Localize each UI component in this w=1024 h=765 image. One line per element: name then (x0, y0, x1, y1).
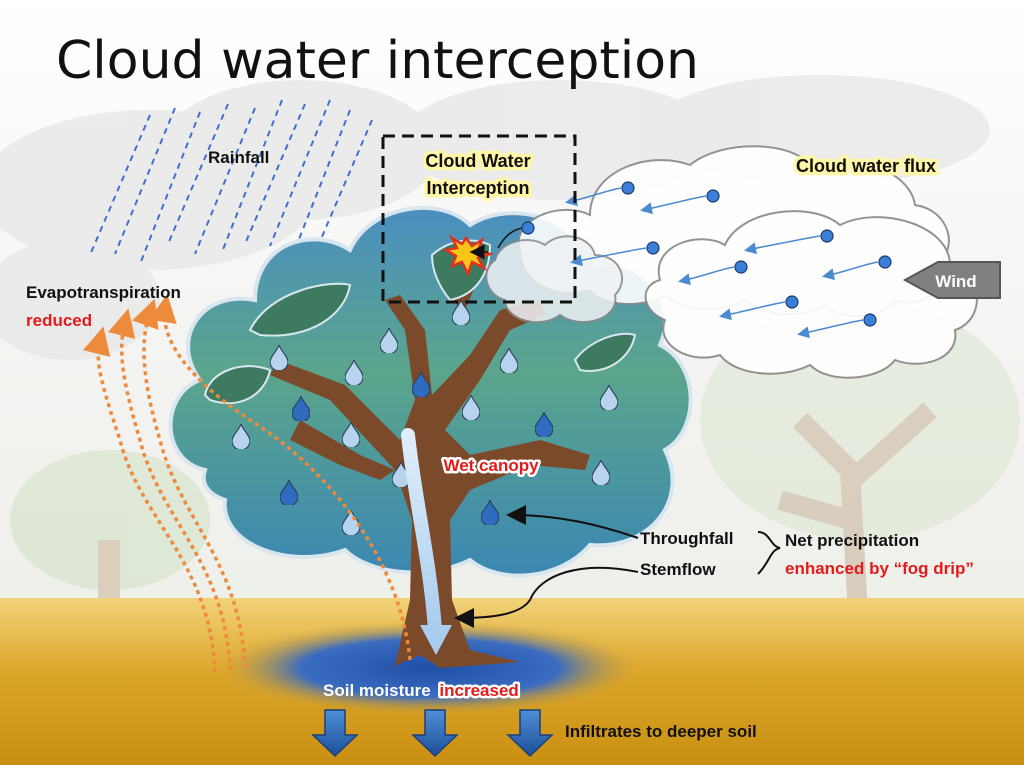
stemflow-label: Stemflow (640, 560, 716, 579)
rain-streak (269, 99, 331, 247)
flux-droplet (646, 241, 660, 255)
flux-trail (797, 319, 864, 339)
rain-streak (244, 103, 306, 245)
flux-droplet (621, 181, 635, 195)
soil-moisture-pool (215, 620, 645, 716)
flux-trail (744, 235, 821, 255)
flux-droplet (863, 313, 877, 327)
wind-label: Wind (935, 272, 976, 291)
infiltration-arrows (311, 709, 554, 758)
rainfall-label: Rainfall (208, 148, 269, 167)
rainfall-streaks (89, 99, 373, 265)
rain-streak (114, 107, 176, 255)
stemflow-pointer (454, 566, 639, 628)
fog-drip-label: enhanced by “fog drip” (785, 559, 974, 578)
flux-droplet (820, 229, 834, 243)
soil-moisture-label: Soil moisture increased (323, 681, 519, 700)
flux-droplet (785, 295, 799, 309)
evapotranspiration-label: Evapotranspiration (26, 283, 181, 302)
background-trees (10, 300, 1020, 651)
soil-increased-text: increased (439, 681, 518, 700)
leaves (203, 239, 637, 405)
cwi-label-line1: Cloud Water (425, 151, 530, 171)
rain-streak (89, 114, 151, 256)
stemflow-arrow (401, 428, 442, 637)
wet-canopy-label: Wet canopy (443, 456, 539, 475)
flux-droplet (878, 255, 892, 269)
flux-trail (678, 266, 735, 286)
infiltrates-label: Infiltrates to deeper soil (565, 722, 757, 741)
rain-streak (221, 99, 283, 253)
stemflow-arrowhead (420, 625, 452, 655)
rain-streak (311, 119, 373, 261)
cloud-water-flux-label: Cloud water flux (796, 156, 936, 176)
evapotranspiration-reduced-label: reduced (26, 311, 92, 330)
throughfall-label: Throughfall (640, 529, 733, 548)
page-title: Cloud water interception (56, 31, 699, 91)
interception-event (442, 221, 535, 278)
rain-streak (289, 109, 351, 263)
evapotranspiration-arrows (83, 294, 412, 673)
wind-arrow (902, 261, 1001, 299)
rain-streak (167, 103, 229, 245)
flux-trail (822, 261, 879, 281)
flux-droplet (706, 189, 720, 203)
flux-droplet (734, 260, 748, 274)
net-precipitation-label: Net precipitation (785, 531, 919, 550)
flux-trail (565, 187, 622, 207)
cwi-label-line2: Interception (426, 178, 529, 198)
net-precipitation-brace (757, 531, 781, 575)
soil-moisture-text: Soil moisture (323, 681, 431, 700)
flux-trail (570, 247, 647, 267)
flux-trail (719, 301, 786, 321)
rain-streak (139, 111, 201, 265)
cloud-water-flux-droplets (565, 181, 892, 339)
cloud-water-interception-box (381, 134, 577, 304)
rain-streak (194, 107, 256, 255)
flux-trail (640, 195, 707, 215)
throughfall-pointer (506, 505, 639, 539)
